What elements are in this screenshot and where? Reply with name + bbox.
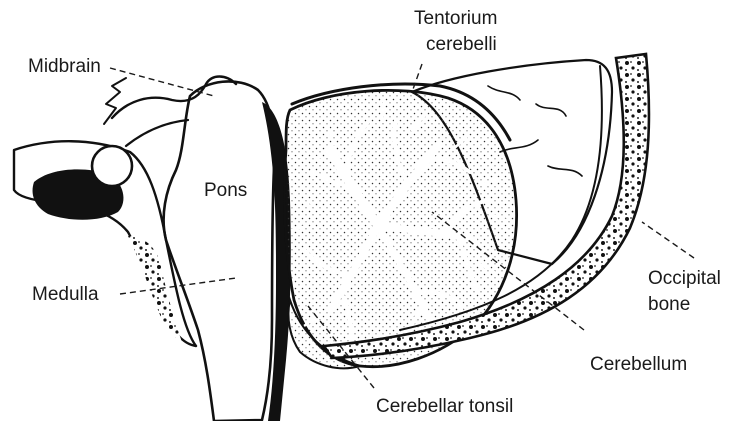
tentorium-label-line1: Tentorium (414, 8, 497, 29)
pituitary-outline (92, 146, 132, 186)
occipital-leader (642, 222, 694, 258)
brainstem-outline (164, 81, 275, 421)
medulla-label: Medulla (32, 284, 99, 305)
occipital-label-line2: bone (648, 294, 690, 315)
occipital-label-line1: Occipital (648, 268, 721, 289)
midbrain-label: Midbrain (28, 56, 101, 77)
pons-label: Pons (204, 180, 247, 201)
diencephalon-outline (92, 77, 236, 187)
cerebellum-label: Cerebellum (590, 354, 687, 375)
midbrain-leader (110, 68, 214, 96)
brainstem (164, 81, 291, 421)
tentorium-label-line2: cerebelli (426, 34, 497, 55)
cerebellar-tonsil-label: Cerebellar tonsil (376, 396, 513, 417)
